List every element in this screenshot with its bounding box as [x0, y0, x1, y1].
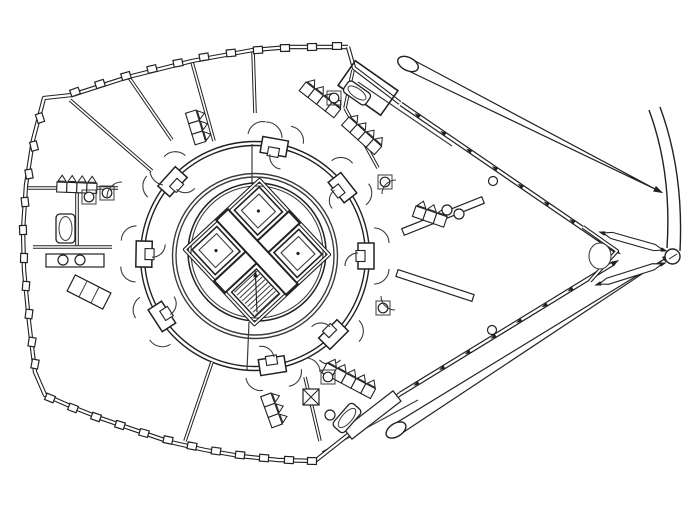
door-arc — [149, 171, 164, 186]
window-mullions — [18, 41, 343, 466]
window-mullion — [113, 419, 127, 431]
window-mullion — [68, 86, 82, 98]
furniture — [66, 274, 112, 310]
window-mullion — [20, 196, 30, 208]
closet-unit — [184, 109, 212, 146]
elevator-car — [240, 193, 277, 229]
door-vestibule — [132, 296, 177, 348]
window-mullion — [43, 392, 57, 404]
window-mullion — [186, 441, 198, 451]
door-vestibule — [327, 156, 373, 209]
toilet-stall — [326, 90, 342, 106]
window-mullion — [146, 63, 158, 75]
casework-units — [56, 79, 448, 429]
window-mullion — [258, 453, 270, 463]
window-mullion — [119, 70, 133, 82]
door-vestibule — [142, 151, 196, 198]
window-mullion — [34, 111, 46, 125]
door-vestibule — [245, 345, 302, 392]
window-mullion — [210, 446, 222, 456]
boom-end-cap — [397, 55, 419, 73]
window-mullion — [162, 435, 174, 445]
door-vestibule — [120, 225, 166, 283]
elevator-car — [280, 235, 316, 272]
cable-fitting-circle — [487, 175, 499, 187]
gusset-plate — [588, 242, 612, 270]
elevator-car — [198, 232, 234, 269]
bathtub — [342, 80, 372, 106]
bathroom-fixtures — [45, 59, 465, 434]
outrigger-booms — [385, 55, 672, 439]
toilet-stall — [375, 300, 391, 316]
cable-fitting-circle — [486, 324, 498, 336]
window-mullion — [279, 43, 291, 53]
bathtub — [55, 213, 76, 244]
closet-unit — [259, 392, 288, 429]
stair-treads — [230, 267, 281, 319]
closet-unit — [340, 114, 383, 156]
toilet-stall — [377, 174, 393, 190]
counter-bar — [395, 268, 475, 303]
window-mullion — [306, 456, 318, 466]
toilet — [328, 92, 340, 104]
window-mullion — [24, 308, 34, 320]
bathtub — [332, 402, 362, 434]
window-mullion — [30, 358, 40, 370]
service-core — [182, 177, 332, 327]
toilet-stall — [81, 189, 97, 205]
window-mullion — [138, 427, 150, 439]
stay-cables — [398, 102, 621, 397]
door-swing-arcs — [106, 121, 397, 373]
sink — [74, 254, 86, 266]
window-mullion — [19, 252, 29, 264]
window-mullion — [27, 336, 37, 348]
window-mullion — [89, 411, 103, 423]
toilet-stall — [99, 185, 115, 201]
counter-bar — [343, 390, 402, 440]
door-arc — [305, 357, 321, 373]
door-arc — [381, 179, 397, 195]
core-interior — [182, 177, 332, 327]
window-mullion — [93, 78, 107, 90]
window-mullion — [306, 42, 318, 52]
window-mullion — [225, 48, 237, 58]
window-mullion — [21, 280, 31, 292]
toilet — [322, 371, 334, 383]
window-mullion — [66, 402, 80, 414]
toilet — [83, 191, 95, 203]
window-mullion — [331, 41, 343, 51]
door-arc — [106, 181, 123, 198]
door-vestibule — [344, 227, 390, 285]
window-mullion — [24, 168, 34, 180]
toilet-stall — [320, 369, 336, 385]
sofa — [66, 274, 112, 310]
sink — [453, 208, 465, 220]
window-mullion — [234, 450, 246, 460]
mast-assembly — [486, 106, 682, 336]
sink — [441, 204, 453, 216]
door-arc — [380, 295, 396, 311]
window-mullion — [172, 58, 184, 68]
sink — [324, 409, 336, 421]
arc-band-right — [659, 106, 682, 252]
boom-end-cap — [385, 421, 407, 439]
arc-band-left — [648, 109, 669, 249]
window-mullion — [283, 455, 295, 465]
window-mullion — [252, 45, 264, 55]
ring-door-vestibules — [120, 121, 390, 392]
sink — [57, 254, 69, 266]
window-mullion — [18, 224, 28, 236]
door-vestibule — [247, 121, 305, 170]
toilet — [377, 302, 389, 314]
door-arc — [265, 121, 283, 139]
window-mullion — [198, 52, 210, 62]
window-mullion — [28, 140, 40, 152]
